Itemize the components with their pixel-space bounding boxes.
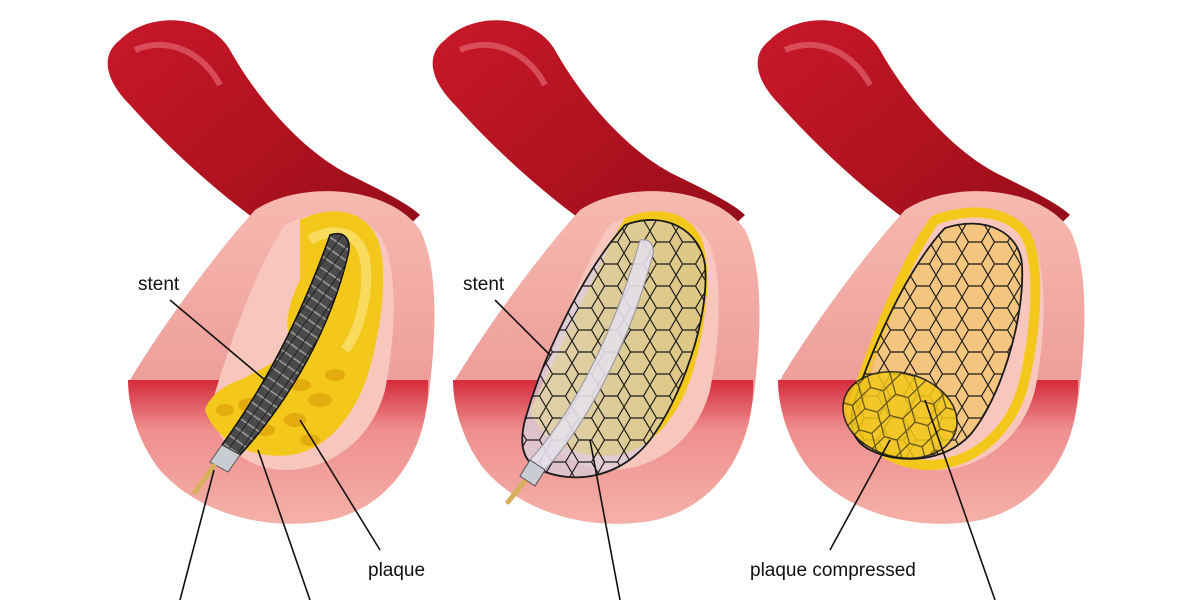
panel-3: plaque compressed [750, 20, 1085, 600]
panel-1: stent plaque [107, 20, 435, 600]
label-plaque: plaque [368, 560, 425, 581]
guidewire [192, 463, 217, 495]
catheter-tip [209, 444, 241, 473]
label-stent: stent [138, 274, 180, 295]
stent-collapsed [220, 233, 350, 456]
balloon-catheter [529, 239, 654, 471]
panel-2: stent [432, 20, 760, 600]
label-plaque-compressed: plaque compressed [750, 560, 916, 581]
label-stent: stent [463, 274, 505, 295]
